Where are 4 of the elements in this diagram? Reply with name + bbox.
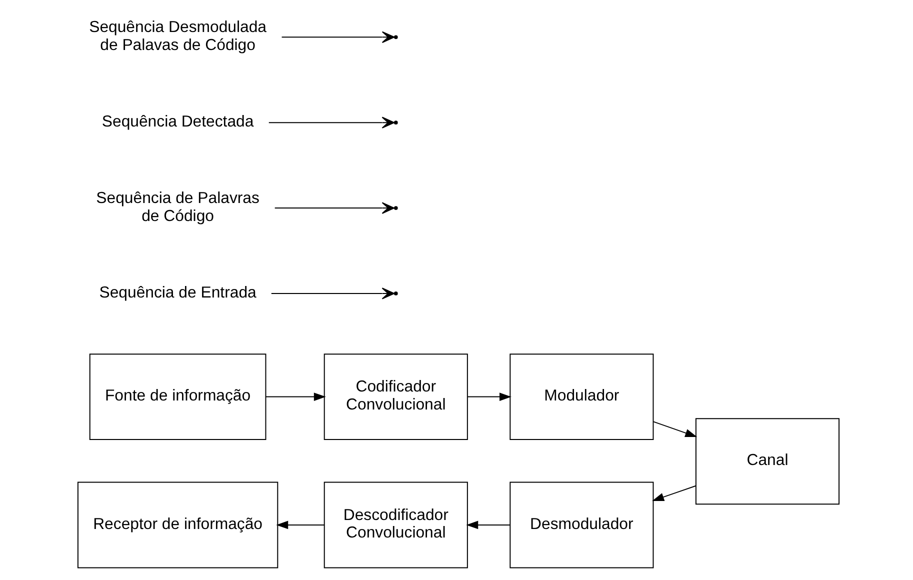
node-text: Sequência de Entrada [99, 284, 256, 302]
node-text: Sequência Desmodulada de Palavas de Código [89, 18, 267, 54]
node-text: Sequência de Palavras de Código [96, 190, 260, 225]
node-text: Sequência Detectada [102, 113, 254, 130]
